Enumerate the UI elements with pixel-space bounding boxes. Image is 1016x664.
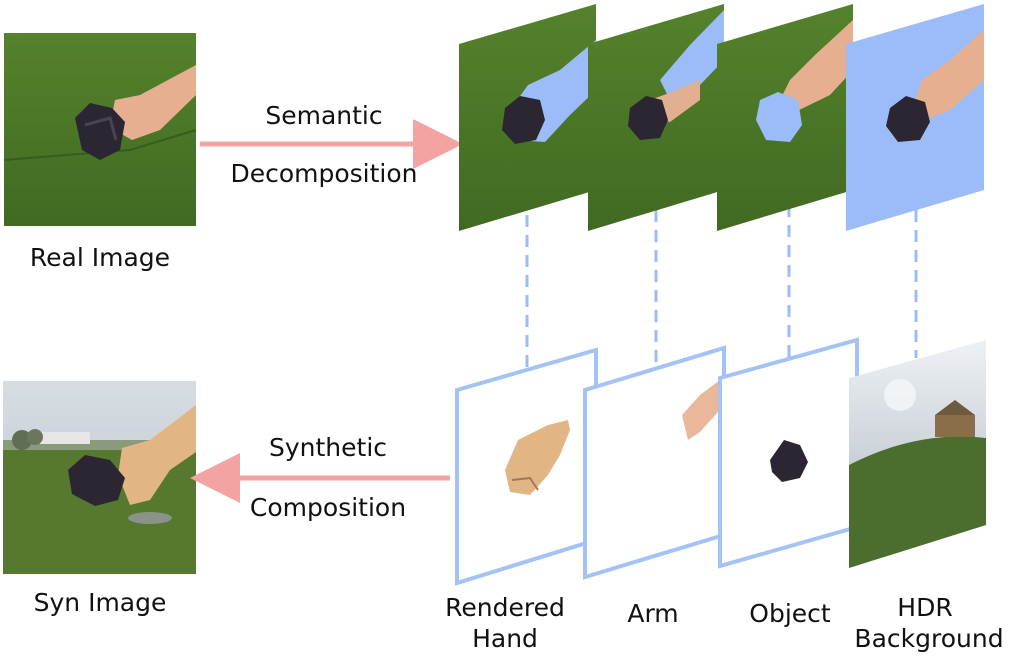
composition-label-line2: Composition <box>249 493 407 522</box>
bottom-layer-object <box>718 337 859 569</box>
syn-image <box>3 381 196 574</box>
syn-image-caption: Syn Image <box>33 588 167 617</box>
top-layer-object-mask <box>717 4 853 231</box>
bottom-layer-rendered-hand <box>455 347 598 586</box>
layer-caption-object: Object <box>749 599 831 628</box>
real-image <box>3 33 197 226</box>
bottom-layer-hdr-background <box>849 340 986 568</box>
real-image-caption: Real Image <box>29 243 171 272</box>
layer-caption-rendered: Rendered <box>445 593 565 622</box>
layer-connectors <box>525 205 918 368</box>
layer-caption-background: Background <box>854 624 1004 653</box>
composition-label-line1: Synthetic <box>268 433 388 462</box>
decomposition-label-line2: Decomposition <box>230 159 418 188</box>
layer-caption-hdr: HDR <box>897 593 953 622</box>
layer-caption-arm: Arm <box>627 599 679 628</box>
bottom-layer-arm <box>583 345 726 580</box>
top-layer-arm-mask <box>588 4 724 231</box>
decomposition-label-line1: Semantic <box>265 101 383 130</box>
top-layer-background-mask <box>846 4 984 231</box>
layer-caption-hand: Hand <box>472 624 538 653</box>
top-layer-hand-mask <box>459 4 596 231</box>
